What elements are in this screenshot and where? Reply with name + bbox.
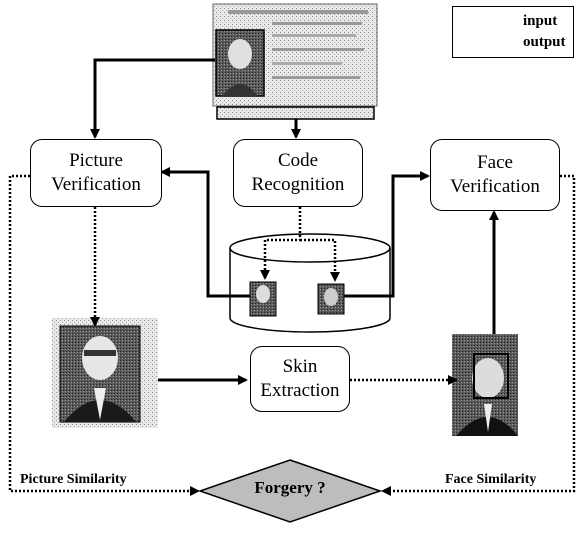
picture-verification-label: Picture Verification	[51, 150, 141, 195]
picture-verification-box: Picture Verification	[30, 139, 162, 207]
forgery-diamond	[197, 459, 383, 523]
picture-similarity-caption: Picture Similarity	[20, 472, 127, 487]
code-recognition-label: Code Recognition	[251, 150, 345, 195]
input-arrows	[90, 58, 499, 385]
forgery-label: Forgery ?	[254, 478, 326, 497]
face-similarity-caption: Face Similarity	[445, 472, 537, 487]
output-arrows	[8, 174, 576, 496]
face-photo	[452, 334, 518, 436]
code-recognition-box: Code Recognition	[233, 139, 363, 207]
id-document-image	[212, 3, 378, 120]
database-cylinder	[229, 233, 391, 333]
skin-extraction-box: Skin Extraction	[250, 346, 350, 412]
skin-extraction-label: Skin Extraction	[260, 356, 340, 401]
face-verification-label: Face Verification	[450, 152, 540, 197]
face-verification-box: Face Verification	[430, 139, 560, 211]
legend-output-label: output	[523, 34, 566, 50]
picture-photo	[52, 318, 158, 428]
legend: input output	[452, 6, 574, 58]
legend-input-label: input	[523, 13, 558, 29]
